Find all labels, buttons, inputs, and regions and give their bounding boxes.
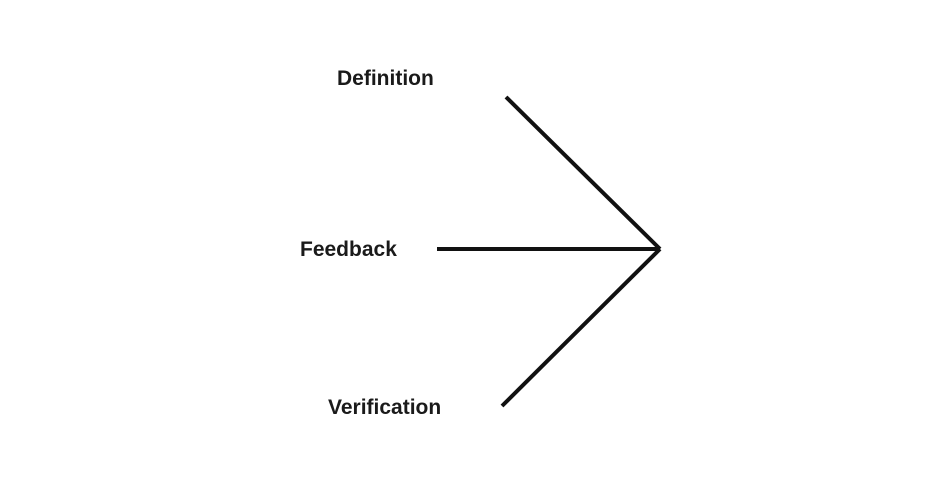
- verification-label: Verification: [328, 396, 442, 419]
- feedback-label: Feedback: [300, 238, 397, 261]
- definition-label: Definition: [337, 67, 434, 90]
- verification-connector: [500, 247, 662, 408]
- definition-connector: [504, 95, 662, 251]
